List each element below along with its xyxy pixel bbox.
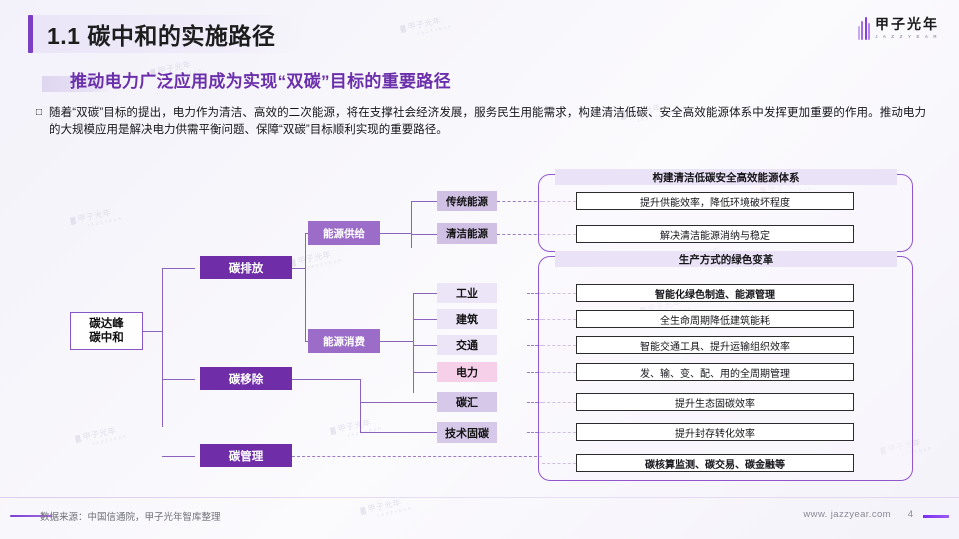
dashed-leader <box>527 372 542 373</box>
node-root-line1: 碳达峰 <box>89 318 124 330</box>
connector <box>413 319 437 320</box>
panel-2-row[interactable]: 碳核算监测、碳交易、碳金融等 <box>576 454 854 472</box>
panel-2-row[interactable]: 发、输、变、配、用的全周期管理 <box>576 363 854 381</box>
logo-text: 甲子光年 J A Z Z Y E A R <box>875 16 939 39</box>
connector <box>360 432 437 433</box>
connector <box>292 268 305 269</box>
connector <box>413 293 437 294</box>
panel-2-row[interactable]: 全生命周期降低建筑能耗 <box>576 310 854 328</box>
node-carbon-removal[interactable]: 碳移除 <box>200 367 292 390</box>
logo-name: 甲子光年 <box>875 16 939 32</box>
panel-2-row[interactable]: 提升封存转化效率 <box>576 423 854 441</box>
dashed-leader <box>527 345 542 346</box>
node-electricity[interactable]: 电力 <box>437 362 497 382</box>
dashed-leader <box>527 402 542 403</box>
dashed-leader <box>527 319 542 320</box>
node-tech-carbon-fixation[interactable]: 技术固碳 <box>437 422 497 443</box>
node-traditional-energy[interactable]: 传统能源 <box>437 191 497 211</box>
subtitle-text: 推动电力广泛应用成为实现“双碳”目标的重要路径 <box>70 71 451 91</box>
panel-2-row[interactable]: 提升生态固碳效率 <box>576 393 854 411</box>
connector <box>162 379 195 380</box>
connector <box>360 379 361 432</box>
connector <box>411 201 437 202</box>
node-industry[interactable]: 工业 <box>437 283 497 303</box>
footer-brand-mark <box>923 515 949 518</box>
title-band <box>28 15 303 53</box>
logo-bars-icon <box>857 16 870 40</box>
footer-url[interactable]: www. jazzyear.com <box>803 509 891 520</box>
connector <box>305 233 306 341</box>
footer-divider <box>0 497 959 498</box>
node-clean-energy[interactable]: 清洁能源 <box>437 223 497 244</box>
connector <box>380 233 411 234</box>
section-title-text: 1.1 碳中和的实施路径 <box>47 23 276 49</box>
connector <box>413 372 437 373</box>
subtitle-accent-band <box>42 76 112 92</box>
panel-2-row[interactable]: 智能交通工具、提升运输组织效率 <box>576 336 854 354</box>
dashed-leader <box>292 456 542 457</box>
dashed-leader <box>527 432 542 433</box>
connector <box>162 456 195 457</box>
panel-2-row[interactable]: 智能化绿色制造、能源管理 <box>576 284 854 302</box>
panel-1-title: 构建清洁低碳安全高效能源体系 <box>555 169 897 185</box>
node-carbon-sink[interactable]: 碳汇 <box>437 392 497 412</box>
node-transport[interactable]: 交通 <box>437 335 497 355</box>
node-carbon-emission[interactable]: 碳排放 <box>200 256 292 279</box>
footer-source: 数据来源：中国信通院，甲子光年智库整理 <box>40 512 221 523</box>
dashed-leader <box>527 293 542 294</box>
page-title: 1.1 碳中和的实施路径 <box>28 15 303 53</box>
panel-1-row[interactable]: 解决清洁能源消纳与稳定 <box>576 225 854 243</box>
connector <box>411 234 437 235</box>
footer-accent-mark <box>10 515 52 517</box>
node-carbon-management[interactable]: 碳管理 <box>200 444 292 467</box>
connector <box>360 402 437 403</box>
connector <box>292 379 360 380</box>
logo-romanization: J A Z Z Y E A R <box>875 34 939 39</box>
carbon-pathway-diagram: 碳达峰 碳中和 碳排放 碳移除 碳管理 能源供给 能源消费 传统能源 清洁能源 … <box>0 150 959 490</box>
connector <box>162 268 195 269</box>
connector <box>411 201 412 248</box>
body-paragraph: □ 随着“双碳”目标的提出，电力作为清洁、高效的二次能源，将在支撑社会经济发展，… <box>36 105 926 139</box>
node-energy-consumption[interactable]: 能源消费 <box>308 329 380 353</box>
body-paragraph-text: 随着“双碳”目标的提出，电力作为清洁、高效的二次能源，将在支撑社会经济发展，服务… <box>49 107 926 136</box>
dashed-leader <box>497 234 542 235</box>
node-root[interactable]: 碳达峰 碳中和 <box>70 312 143 350</box>
bullet-marker-icon: □ <box>36 107 43 118</box>
node-energy-supply[interactable]: 能源供给 <box>308 221 380 245</box>
panel-1-row[interactable]: 提升供能效率，降低环境破坏程度 <box>576 192 854 210</box>
node-building[interactable]: 建筑 <box>437 309 497 329</box>
connector <box>380 341 413 342</box>
dashed-leader <box>497 201 542 202</box>
connector <box>413 293 414 393</box>
brand-logo: 甲子光年 J A Z Z Y E A R <box>857 16 940 40</box>
panel-2-title: 生产方式的绿色变革 <box>555 251 897 267</box>
title-accent-bar <box>28 15 33 53</box>
connector <box>162 268 163 427</box>
node-root-line2: 碳中和 <box>89 332 124 344</box>
footer-page-number: 4 <box>907 509 913 520</box>
page-subtitle: 推动电力广泛应用成为实现“双碳”目标的重要路径 <box>42 66 451 92</box>
connector <box>143 331 162 332</box>
connector <box>413 345 437 346</box>
